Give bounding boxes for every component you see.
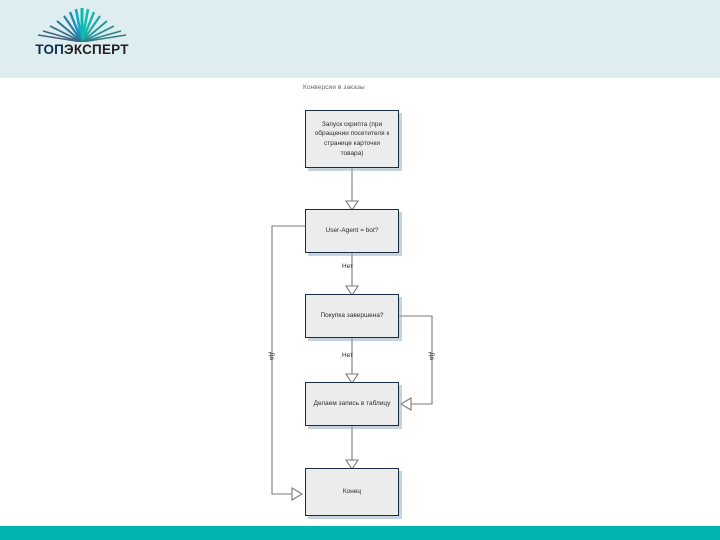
flow-node-start-label: Запуск скрипта (при обращении посетителя…: [314, 120, 390, 157]
flow-node-write-table[interactable]: Делаем запись в таблицу: [305, 382, 399, 426]
topexpert-logo-icon: [36, 4, 128, 43]
diagram-title: Конверсии в заказы: [303, 84, 365, 91]
flow-node-ua-check[interactable]: User-Agent = bot?: [305, 209, 399, 253]
flow-node-end[interactable]: Конец: [305, 468, 399, 516]
flow-node-purchase-check[interactable]: Покупка завершена?: [305, 294, 399, 338]
edge-label-ua-no: Нет: [342, 263, 353, 270]
edge-label-ua-yes: Да: [268, 352, 275, 360]
logo-text-part1: ТОП: [35, 42, 65, 57]
arrowhead-start-to-uacheck: [344, 200, 360, 211]
flow-node-start[interactable]: Запуск скрипта (при обращении посетителя…: [305, 110, 399, 168]
logo-text-part2: ЭКСПЕРТ: [64, 42, 129, 57]
logo-text: ТОПЭКСПЕРТ: [22, 42, 142, 57]
arrowhead-writetable-to-end: [344, 459, 360, 470]
flow-node-ua-check-label: User-Agent = bot?: [325, 227, 379, 235]
edge-uacheck-yes: [271, 225, 305, 495]
arrowhead-purchase-no: [344, 373, 360, 384]
arrowhead-purchase-yes: [399, 397, 412, 411]
edge-label-purchase-yes: Да: [428, 352, 435, 360]
logo: ТОПЭКСПЕРТ: [22, 4, 142, 66]
flow-node-write-table-label: Делаем запись в таблицу: [313, 400, 391, 408]
footer-bar: [0, 526, 720, 540]
edge-label-purchase-no: Нет: [342, 352, 353, 359]
edge-purchase-yes: [399, 315, 433, 405]
arrowhead-uacheck-yes: [291, 487, 304, 501]
flow-node-end-label: Конец: [342, 488, 362, 496]
header-band: [0, 0, 720, 78]
arrowhead-uacheck-no: [344, 285, 360, 296]
flow-node-purchase-check-label: Покупка завершена?: [320, 312, 384, 320]
